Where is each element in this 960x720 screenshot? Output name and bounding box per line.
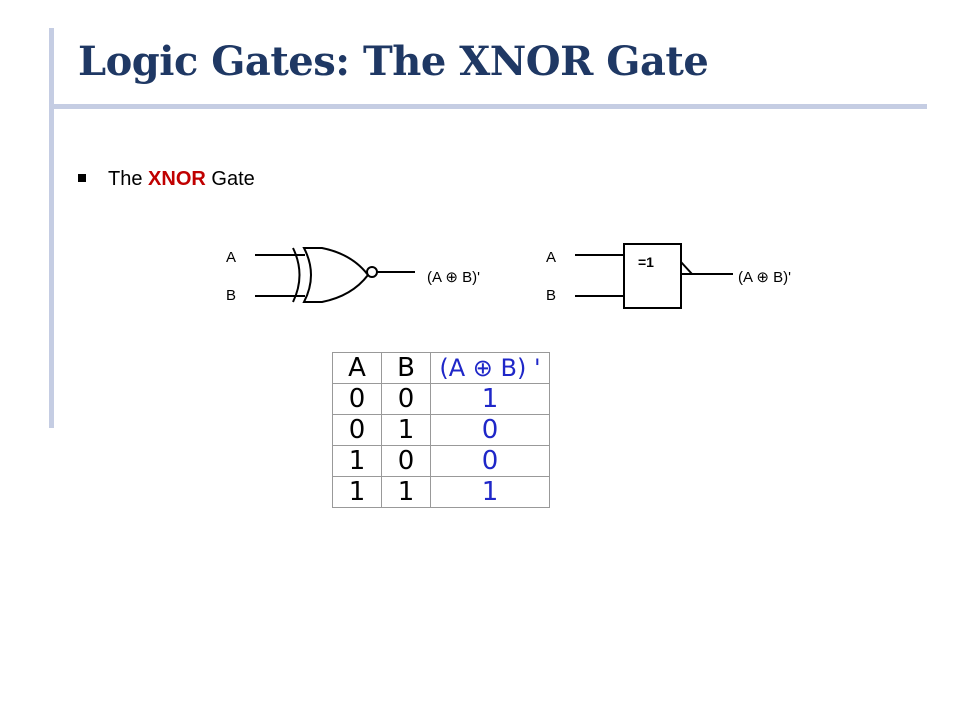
header-b: B bbox=[381, 352, 431, 384]
cell-output: 0 bbox=[430, 414, 550, 446]
cell-output: 1 bbox=[430, 476, 550, 508]
cell-a: 0 bbox=[332, 383, 382, 415]
xnor-gate-symbol bbox=[255, 247, 415, 303]
cell-b: 1 bbox=[381, 476, 431, 508]
table-row: 1 0 0 bbox=[332, 445, 550, 477]
iec-output-label: (A ⊕ B)' bbox=[738, 269, 791, 286]
gate-input-b-label: B bbox=[226, 287, 236, 304]
bullet-prefix: The bbox=[108, 168, 149, 190]
truth-table: A B (A ⊕ B) ' 0 0 1 0 1 0 1 0 0 1 1 1 bbox=[332, 352, 550, 508]
cell-a: 1 bbox=[332, 476, 382, 508]
slide-title: Logic Gates: The XNOR Gate bbox=[78, 38, 709, 85]
xor-extra-curve bbox=[292, 247, 301, 303]
cell-b: 0 bbox=[381, 383, 431, 415]
accent-bar-vertical bbox=[49, 28, 54, 428]
cell-b: 1 bbox=[381, 414, 431, 446]
accent-bar-horizontal bbox=[52, 104, 927, 109]
gate-output-label: (A ⊕ B)' bbox=[427, 269, 480, 286]
gate-input-a-label: A bbox=[226, 249, 236, 266]
iec-input-b-label: B bbox=[546, 287, 556, 304]
header-output: (A ⊕ B) ' bbox=[430, 352, 550, 384]
inversion-bubble bbox=[366, 266, 378, 278]
truth-table-header: A B (A ⊕ B) ' bbox=[332, 352, 550, 384]
cell-a: 0 bbox=[332, 414, 382, 446]
iec-input-a-label: A bbox=[546, 249, 556, 266]
cell-output: 1 bbox=[430, 383, 550, 415]
iec-gate-box bbox=[623, 243, 682, 309]
table-row: 0 0 1 bbox=[332, 383, 550, 415]
bullet-item: The XNOR Gate bbox=[78, 168, 255, 191]
table-row: 0 1 0 bbox=[332, 414, 550, 446]
iec-box-label: =1 bbox=[638, 254, 654, 270]
cell-b: 0 bbox=[381, 445, 431, 477]
bullet-highlight: XNOR bbox=[148, 168, 206, 190]
xor-gate-body bbox=[302, 247, 370, 303]
table-row: 1 1 1 bbox=[332, 476, 550, 508]
bullet-suffix: Gate bbox=[205, 168, 255, 190]
header-a: A bbox=[332, 352, 382, 384]
cell-a: 1 bbox=[332, 445, 382, 477]
iec-xnor-symbol bbox=[575, 243, 733, 309]
bullet-square-icon bbox=[78, 174, 86, 182]
iec-inversion-mark bbox=[680, 261, 693, 275]
cell-output: 0 bbox=[430, 445, 550, 477]
